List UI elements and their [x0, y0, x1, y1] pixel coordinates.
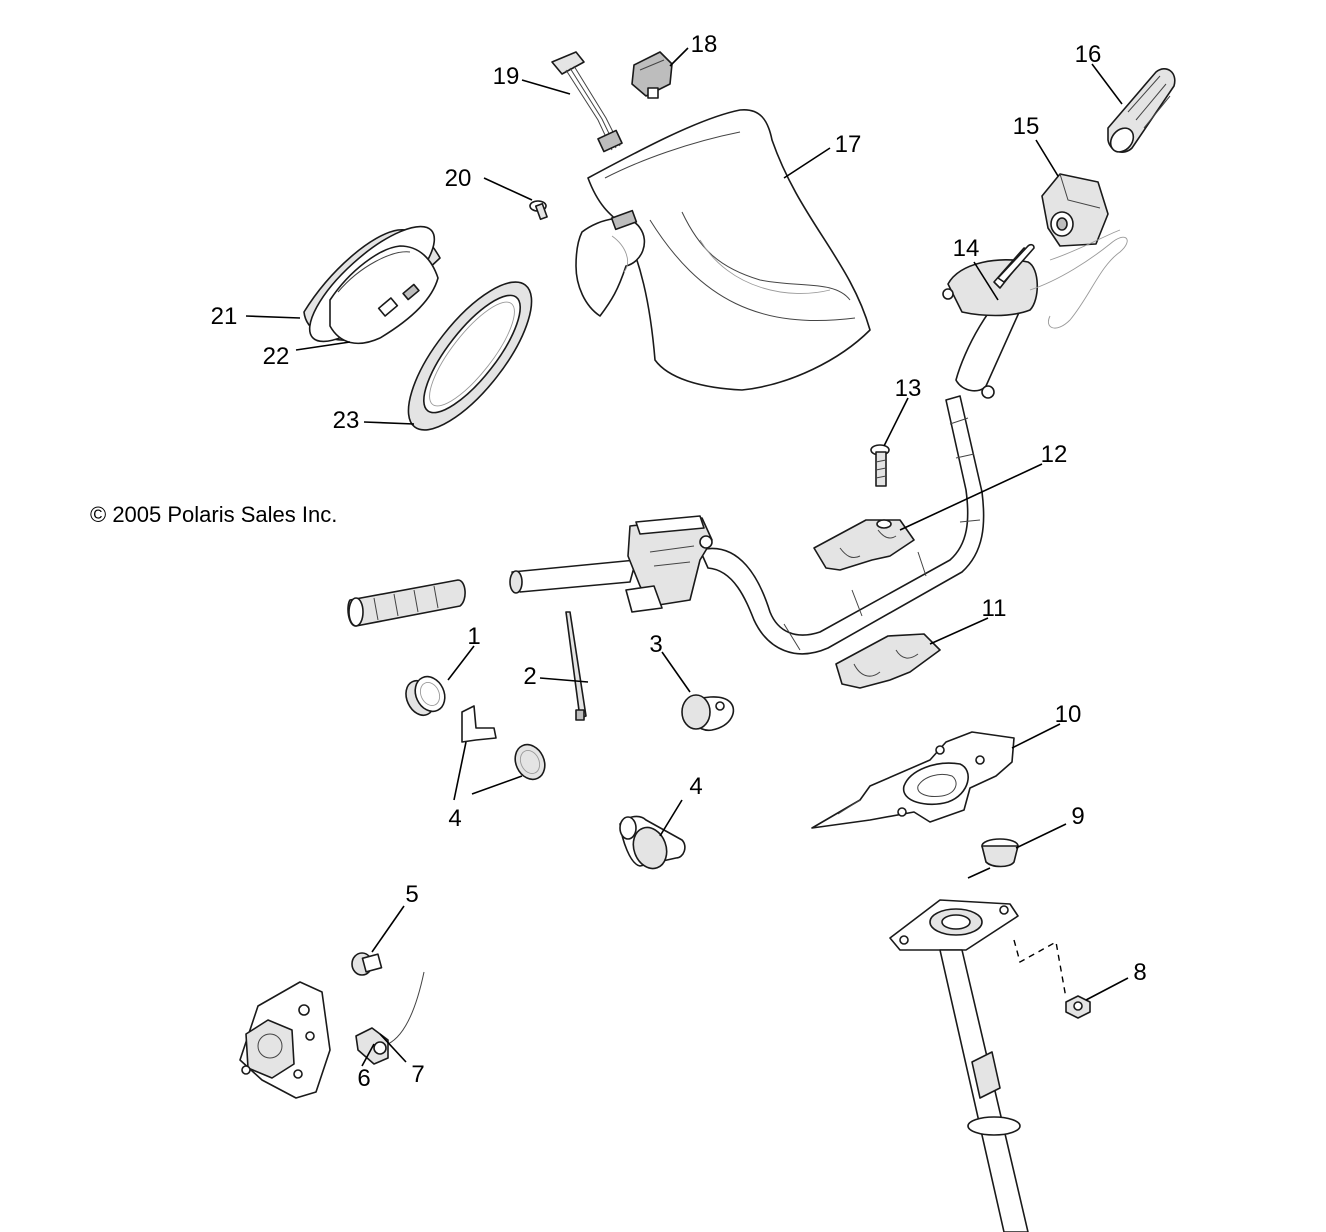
- sensor-part-4: [619, 815, 686, 870]
- callout-9: 9: [1071, 803, 1084, 830]
- handlebar: [509, 395, 985, 655]
- copyright-notice: © 2005 Polaris Sales Inc.: [90, 502, 337, 527]
- switch-part-18: [631, 51, 673, 99]
- bracket-part-4: [461, 705, 546, 781]
- callout-6: 6: [357, 1065, 370, 1092]
- callout-15: 15: [1013, 113, 1040, 140]
- speed-sensor-part-6-7: [355, 971, 425, 1065]
- steering-post: [889, 899, 1029, 1232]
- callout-4-left: 4: [448, 805, 461, 832]
- callout-22: 22: [263, 343, 290, 370]
- gauge-part-21-22: [303, 225, 441, 345]
- master-cylinder: [625, 515, 713, 613]
- harness-part-19: [551, 51, 623, 153]
- mounting-plate-part-10: [811, 731, 1015, 829]
- bolt-part-5: [351, 952, 383, 976]
- callout-13: 13: [895, 375, 922, 402]
- callout-5: 5: [405, 881, 418, 908]
- callout-1: 1: [467, 623, 480, 650]
- callout-2: 2: [523, 663, 536, 690]
- clamp-part-12: [813, 519, 915, 571]
- bezel-part-23: [407, 281, 533, 431]
- lever-assembly-part-14: [942, 229, 1128, 399]
- switch-housing-part-15: [1041, 173, 1109, 247]
- grip-part-16: [1107, 68, 1176, 153]
- callout-16: 16: [1075, 41, 1102, 68]
- left-grip: [347, 579, 466, 627]
- callout-19: 19: [493, 63, 520, 90]
- clamp-part-11: [835, 633, 941, 689]
- grommet-part-3: [681, 694, 735, 731]
- callout-3: 3: [649, 631, 662, 658]
- callout-8: 8: [1133, 959, 1146, 986]
- headlight-pod-part-17: [575, 109, 871, 391]
- leader-lines: [245, 47, 1129, 1067]
- callout-14: 14: [953, 235, 980, 262]
- nut-part-8: [1065, 995, 1091, 1019]
- bushing-part-9: [981, 838, 1019, 868]
- callout-7: 7: [411, 1061, 424, 1088]
- callout-20: 20: [445, 165, 472, 192]
- callout-23: 23: [333, 407, 360, 434]
- cable-tie-part-2: [565, 611, 587, 721]
- callout-17: 17: [835, 131, 862, 158]
- callout-12: 12: [1041, 441, 1068, 468]
- callout-18: 18: [691, 31, 718, 58]
- screw-part-20: [529, 200, 548, 221]
- callout-4-right: 4: [689, 773, 702, 800]
- plug-part-1: [405, 675, 446, 717]
- callout-11: 11: [982, 595, 1007, 622]
- callout-labels: 1 2 3 4 4 5 6 7 8 9 10 11 12 13 14 15 16…: [211, 31, 1147, 1092]
- bolt-part-13: [870, 444, 890, 487]
- callout-10: 10: [1055, 701, 1082, 728]
- brake-caliper: [239, 981, 331, 1099]
- callout-21: 21: [211, 303, 238, 330]
